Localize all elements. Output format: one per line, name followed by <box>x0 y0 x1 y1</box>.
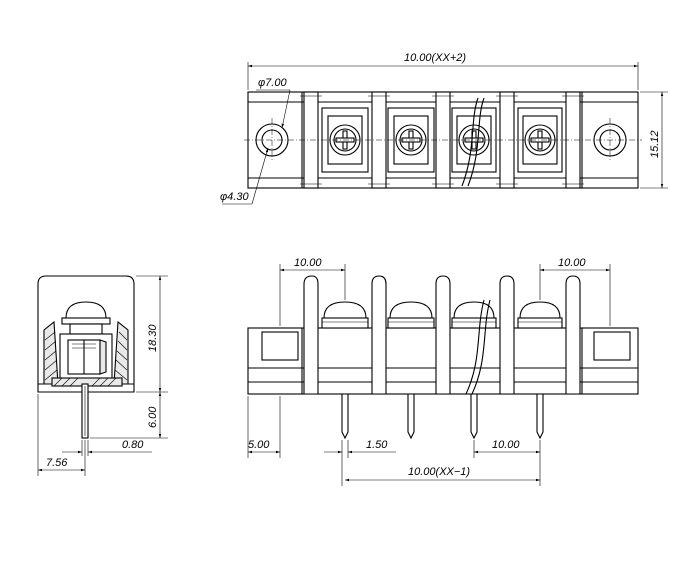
dim-front-pitch-right: 10.00 <box>558 257 586 269</box>
dim-side-width: 7.56 <box>46 457 68 469</box>
top-view: 10.00(XX+2) 15.12 φ7.00 φ4.30 <box>220 52 668 205</box>
front-view: 10.00 10.00 5.00 1.50 10.00 10.00(XX−1) <box>247 257 639 486</box>
top-barriers <box>300 91 584 189</box>
dim-side-pin-height: 6.00 <box>147 406 159 428</box>
side-view: 18.30 6.00 0.80 7.56 <box>37 275 168 476</box>
dim-front-pitch-left: 10.00 <box>294 257 322 269</box>
dim-top-height: 15.12 <box>649 130 661 158</box>
front-pins <box>341 393 544 440</box>
dim-side-pin-thickness: 0.80 <box>122 439 144 451</box>
dim-front-edge-offset: 5.00 <box>248 439 270 451</box>
dim-hole-outer: φ7.00 <box>258 77 287 89</box>
dim-hole-inner: φ4.30 <box>220 191 249 203</box>
dim-side-body-height: 18.30 <box>147 324 159 352</box>
dim-front-total-span: 10.00(XX−1) <box>408 466 470 478</box>
dim-top-total-width: 10.00(XX+2) <box>404 52 466 64</box>
front-barriers <box>303 275 581 395</box>
dim-front-pin-width: 1.50 <box>366 439 388 451</box>
dim-front-pitch-bottom: 10.00 <box>492 439 520 451</box>
front-screws <box>321 301 563 329</box>
